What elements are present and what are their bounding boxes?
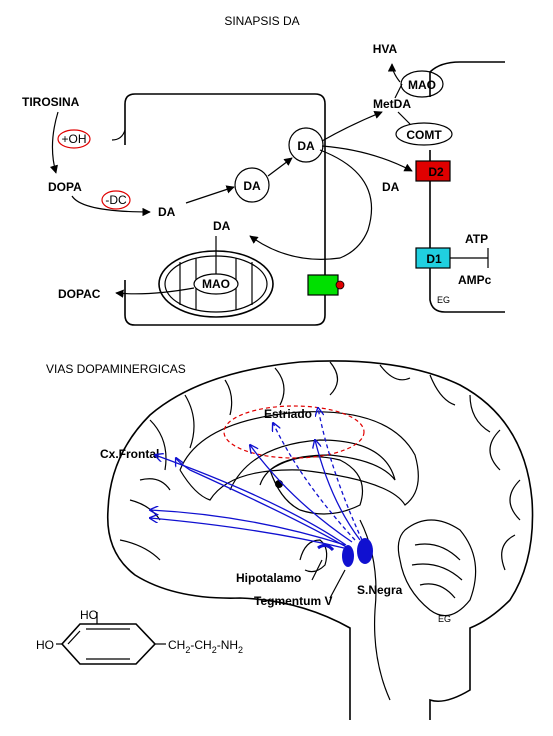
pathways-panel: VIAS DOPAMINERGICAS Estriado Cx.Frontal <box>46 360 534 720</box>
nigrostriatal-path-2 <box>318 408 363 541</box>
da-transporter <box>307 274 339 296</box>
hydroxylation-label: +OH <box>61 132 86 146</box>
benzene-ring <box>60 623 157 665</box>
brain-outline <box>106 360 534 720</box>
pathways-signature: EG <box>438 614 451 624</box>
nigra-nucleus <box>357 538 373 564</box>
mesocortical-path-3 <box>150 510 346 546</box>
nigrostriatal-path-3 <box>273 423 356 541</box>
mesocortical-path-2 <box>155 455 347 546</box>
dopa-to-da-arrow <box>71 195 151 217</box>
vesicle-small-label: DA <box>243 179 261 193</box>
nigrostriatal-path-1 <box>315 440 361 541</box>
atp-label: ATP <box>465 232 488 246</box>
comt-to-metda-line <box>397 111 411 125</box>
comt-ellipse <box>395 122 453 146</box>
striatum-label: Estriado <box>264 407 312 421</box>
comt-label: COMT <box>406 128 442 142</box>
metda-to-mao-line <box>394 83 403 99</box>
hypothalamic-nucleus <box>317 543 335 552</box>
da-to-vesicle-arrow <box>185 185 235 204</box>
vesicle-release <box>288 127 324 163</box>
da-reuptake-label: DA <box>213 219 231 233</box>
corpus-callosum <box>179 411 419 506</box>
membrane-notch <box>111 129 126 141</box>
vesicle-to-release-arrow <box>267 157 293 177</box>
hydroxyl-top-label: HO <box>80 608 98 622</box>
presynaptic-terminal <box>124 93 326 326</box>
striatum-outline <box>223 405 365 459</box>
da-cytosol-label: DA <box>158 205 176 219</box>
mao-mito-label: MAO <box>202 277 230 291</box>
mesolimbic-path <box>250 445 353 543</box>
thalamus <box>269 456 364 515</box>
hypothalamus-label: Hipotalamo <box>236 571 301 585</box>
d2-receptor <box>415 160 451 182</box>
vta-label: Tegmentum V <box>254 594 332 608</box>
side-chain-label: CH2-CH2-NH2 <box>168 638 243 655</box>
hypothalamus-pointer <box>311 559 323 581</box>
mao-to-dopac-arrow <box>115 287 195 298</box>
ventricle <box>229 439 396 491</box>
metda-label: MetDA <box>373 97 411 111</box>
dopac-label: DOPAC <box>58 287 101 301</box>
da-to-d2-arrow <box>321 145 413 172</box>
synapse-signature: EG <box>437 295 450 305</box>
postsynaptic-membrane <box>429 150 505 313</box>
ampc-label: AMPc <box>458 273 492 287</box>
da-to-metda-arrow <box>321 110 383 142</box>
vesicle-small <box>234 167 270 203</box>
hydroxyl-left-label: HO <box>36 638 54 652</box>
benzene-double-bonds <box>67 628 130 660</box>
decarboxylation-label: -DC <box>105 193 127 207</box>
mao-post-ellipse <box>400 70 444 98</box>
mao-to-hva-arrow <box>387 63 401 83</box>
brain-gyri <box>119 361 521 571</box>
vta-nucleus <box>342 545 354 567</box>
pathways-title: VIAS DOPAMINERGICAS <box>46 362 186 376</box>
mao-post-label: MAO <box>408 78 436 92</box>
cerebellum <box>397 519 477 617</box>
hypothalamus-region <box>299 539 328 573</box>
d1-signal-line <box>450 248 489 268</box>
mesocortical-path-1 <box>176 458 349 549</box>
mesocortical-path-4 <box>150 518 345 549</box>
frontal-cortex-label: Cx.Frontal <box>100 447 159 461</box>
decarboxylation-circle <box>101 190 131 210</box>
substantia-nigra-label: S.Negra <box>357 583 403 597</box>
hydroxylation-circle <box>57 129 91 149</box>
dopamine-molecule: HO HO CH2-CH2-NH2 <box>36 608 243 665</box>
da-cleft-label: DA <box>382 180 400 194</box>
tyrosine-label: TIROSINA <box>22 95 80 109</box>
dopaminergic-pathways <box>150 408 363 549</box>
cerebellum-folia <box>411 543 463 599</box>
d2-label: D2 <box>428 165 444 179</box>
reuptake-arrow <box>249 149 373 260</box>
transporter-marker <box>335 280 345 290</box>
d1-label: D1 <box>426 252 442 266</box>
dopa-label: DOPA <box>48 180 82 194</box>
synapse-panel: SINAPSIS DA TIROSINA +OH DOPA -DC DA DA … <box>22 14 505 326</box>
hva-label: HVA <box>373 42 398 56</box>
synapse-title: SINAPSIS DA <box>224 14 299 28</box>
vesicle-release-label: DA <box>297 139 315 153</box>
tyrosine-to-dopa-arrow <box>49 111 59 174</box>
vta-pointer <box>329 569 346 599</box>
